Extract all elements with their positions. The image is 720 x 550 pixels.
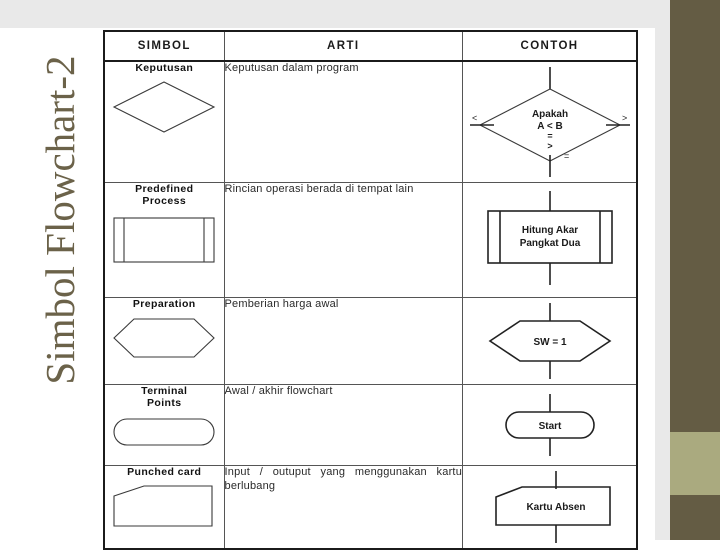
example-terminator-diagram: Start	[463, 385, 636, 465]
example-cell-predefined-process: Hitung Akar Pangkat Dua	[462, 182, 638, 298]
branch-label-bottom: =	[564, 151, 569, 161]
decision-text-line2: A < B	[537, 121, 562, 132]
column-header-simbol: SIMBOL	[103, 30, 225, 62]
symbol-label-predefined-process: Predefined Process	[135, 183, 194, 208]
example-text-preparation: SW = 1	[533, 337, 567, 348]
decision-op-greater: >	[547, 141, 552, 151]
column-header-contoh: CONTOH	[462, 30, 638, 62]
slide-title-rotated: Simbol Flowchart-2	[30, 10, 90, 430]
example-text-line2: Pangkat Dua	[519, 238, 580, 249]
symbol-label-preparation: Preparation	[132, 298, 196, 310]
meaning-cell-punched-card: Input / outuput yang menggunakan kartu b…	[223, 465, 464, 550]
table-row: Predefined Process Rincian operasi berad…	[103, 182, 638, 298]
punched-card-icon	[105, 484, 224, 528]
symbol-cell-preparation: Preparation	[103, 297, 225, 385]
example-decision-diagram: < > = Apakah A < B = >	[463, 62, 636, 182]
terminator-rounded-icon	[105, 416, 224, 448]
example-cell-punched-card: Kartu Absen	[462, 465, 638, 550]
column-header-arti: ARTI	[223, 30, 464, 62]
flowchart-symbol-table: SIMBOL ARTI CONTOH Keputusan	[103, 30, 638, 550]
right-gray-gutter	[655, 0, 670, 540]
symbol-label-punched-card: Punched card	[127, 466, 202, 478]
decision-diamond-icon	[105, 80, 224, 134]
branch-label-right: >	[622, 113, 627, 123]
example-preparation-diagram: SW = 1	[463, 298, 636, 384]
example-cell-keputusan: < > = Apakah A < B = >	[462, 60, 638, 183]
meaning-cell-terminal-points: Awal / akhir flowchart	[223, 384, 464, 466]
table-row: Punched card Input / outuput yang menggu…	[103, 465, 638, 550]
table-header-row: SIMBOL ARTI CONTOH	[103, 30, 638, 62]
example-cell-terminal-points: Start	[462, 384, 638, 466]
example-predefined-process-diagram: Hitung Akar Pangkat Dua	[463, 183, 636, 297]
example-cell-preparation: SW = 1	[462, 297, 638, 385]
meaning-cell-preparation: Pemberian harga awal	[223, 297, 464, 385]
predefined-process-icon	[105, 214, 224, 266]
example-text-start: Start	[538, 421, 561, 432]
symbol-label-keputusan: Keputusan	[135, 62, 194, 74]
symbol-cell-punched-card: Punched card	[103, 465, 225, 550]
decision-op-equals: =	[547, 131, 552, 141]
table-row: Keputusan Keputusan dalam program	[103, 60, 638, 183]
branch-label-left: <	[472, 113, 477, 123]
symbol-cell-terminal-points: Terminal Points	[103, 384, 225, 466]
meaning-cell-keputusan: Keputusan dalam program	[223, 60, 464, 183]
page-title: Simbol Flowchart-2	[36, 55, 83, 385]
table-row: Preparation Pemberian harga awal	[103, 297, 638, 385]
example-punched-card-diagram: Kartu Absen	[463, 466, 636, 548]
symbol-cell-predefined-process: Predefined Process	[103, 182, 225, 298]
decision-text-line1: Apakah	[531, 109, 567, 120]
example-text-kartu-absen: Kartu Absen	[526, 502, 585, 513]
preparation-hexagon-icon	[105, 316, 224, 360]
table-row: Terminal Points Awal / akhir flowchart	[103, 384, 638, 466]
right-accent-bar-light	[670, 432, 720, 495]
symbol-cell-keputusan: Keputusan	[103, 60, 225, 183]
symbol-label-terminal-points: Terminal Points	[141, 385, 188, 410]
top-gray-band	[0, 0, 655, 28]
meaning-cell-predefined-process: Rincian operasi berada di tempat lain	[223, 182, 464, 298]
example-text-line1: Hitung Akar	[521, 225, 577, 236]
